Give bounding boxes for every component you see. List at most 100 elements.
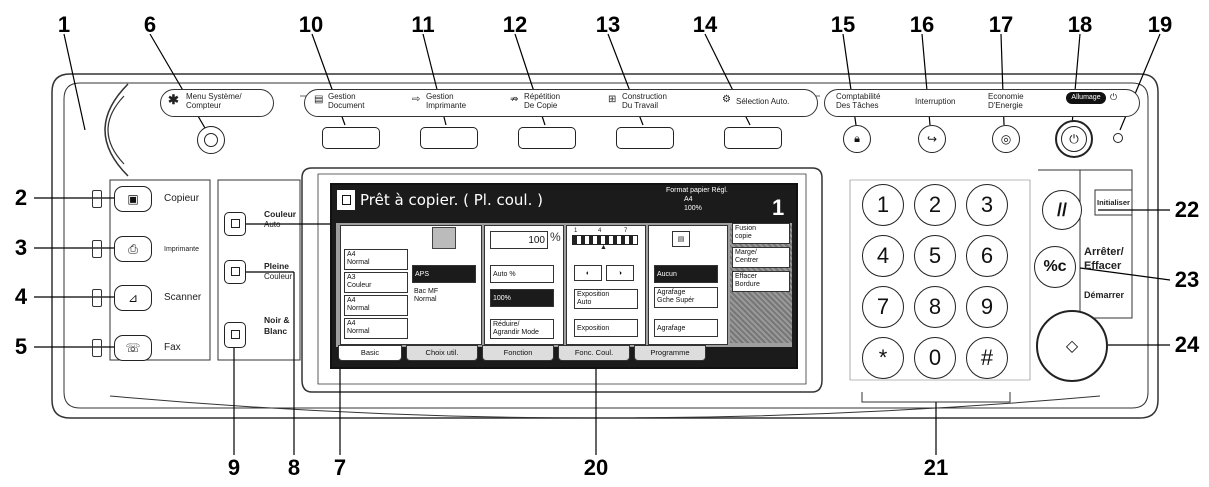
key-7[interactable]: 7 <box>862 286 904 328</box>
aps-button[interactable]: APS <box>412 265 476 283</box>
callout-22: 22 <box>1174 197 1200 222</box>
auto-select-button[interactable] <box>724 127 782 149</box>
printer-mode-label: Imprimante <box>164 246 200 253</box>
full-color-button[interactable] <box>224 260 246 284</box>
copy-repeat-label-2: De Copie <box>524 101 558 110</box>
staple-button[interactable]: Agrafage <box>654 319 718 337</box>
energy-saver-button[interactable]: ◎ <box>992 125 1020 153</box>
auto-color-button[interactable] <box>224 212 246 236</box>
system-menu-button[interactable] <box>197 126 225 154</box>
tab-function[interactable]: Fonction <box>482 345 554 361</box>
callout-14: 14 <box>692 12 718 37</box>
exposure-scale-4: 4 <box>598 228 602 234</box>
printer-label-2: Imprimante <box>426 101 467 110</box>
zoom-reduce-enlarge-button[interactable]: Réduire/Agrandir Mode <box>490 319 554 339</box>
interrupt-button[interactable]: ↪ <box>918 125 946 153</box>
black-white-button[interactable] <box>224 322 246 348</box>
tab-basic[interactable]: Basic <box>338 345 402 361</box>
zoom-100-button[interactable]: 100% <box>490 289 554 307</box>
tab-user-choice[interactable]: Choix util. <box>406 345 478 361</box>
scanner-button[interactable]: ⊿ <box>114 285 152 311</box>
key-3[interactable]: 3 <box>966 184 1008 226</box>
auto-select-label: Sélection Auto. <box>736 97 790 106</box>
fax-label: Fax <box>164 342 181 353</box>
power-badge: Allumage <box>1066 92 1106 104</box>
auto-color-label-2: Auto <box>264 220 281 229</box>
job-accounting-button[interactable]: 🔒︎ <box>843 125 871 153</box>
stop-clear-button[interactable]: %c <box>1034 246 1076 288</box>
key-5[interactable]: 5 <box>914 235 956 277</box>
key-asterisk[interactable]: * <box>862 337 904 379</box>
key-hash[interactable]: # <box>966 337 1008 379</box>
document-button[interactable] <box>322 127 380 149</box>
copier-illustration-icon <box>432 227 456 249</box>
key-9[interactable]: 9 <box>966 286 1008 328</box>
auto-select-icon: ⚙ <box>722 94 731 105</box>
exposure-lighter-button[interactable]: ◐ <box>574 265 602 281</box>
touch-panel-screen[interactable]: Prêt à copier. ( Pl. coul. ) Format papi… <box>330 183 798 369</box>
fax-indicator <box>92 339 102 357</box>
callout-12: 12 <box>502 12 528 37</box>
power-button[interactable]: ⏻ <box>1055 120 1093 158</box>
copier-label: Copieur <box>164 193 200 204</box>
exposure-darker-button[interactable]: ◑ <box>606 265 634 281</box>
key-0[interactable]: 0 <box>914 337 956 379</box>
full-color-lamp <box>230 267 240 276</box>
exposure-mode-button[interactable]: Exposition <box>574 319 638 337</box>
energy-label-1: Economie <box>988 92 1024 101</box>
callout-17: 17 <box>988 12 1014 37</box>
tab-program[interactable]: Programme <box>634 345 706 361</box>
key-8[interactable]: 8 <box>914 286 956 328</box>
exposure-scale-1: 1 <box>574 228 578 234</box>
start-button[interactable]: ◇ <box>1036 310 1108 382</box>
document-label-2: Document <box>328 101 365 110</box>
key-2[interactable]: 2 <box>914 184 956 226</box>
stop-label-2: Effacer <box>1084 260 1122 272</box>
key-1[interactable]: 1 <box>862 184 904 226</box>
job-build-button[interactable] <box>616 127 674 149</box>
full-color-label-1: Pleine <box>264 261 290 271</box>
printer-button[interactable] <box>420 127 478 149</box>
screen-copy-count: 1 <box>772 195 785 220</box>
callout-21: 21 <box>923 455 949 480</box>
key-4[interactable]: 4 <box>862 235 904 277</box>
copier-button[interactable]: ▣ <box>114 186 152 212</box>
function-keys-pill <box>304 89 818 117</box>
scanner-label: Scanner <box>164 292 202 303</box>
screen-format-line-3: 100% <box>684 205 702 212</box>
repeat-icon: ⇏ <box>510 94 519 105</box>
system-menu-label-2: Compteur <box>186 101 222 110</box>
copy-mode-icon <box>337 190 355 210</box>
copy-repeat-button[interactable] <box>518 127 576 149</box>
darker-icon: ◑ <box>617 270 623 277</box>
printer-mode-button[interactable]: ⎙ <box>114 236 152 262</box>
document-label-1: Gestion <box>328 92 356 101</box>
stop-clear-icon: %c <box>1043 258 1067 275</box>
full-color-label-2: Couleur <box>264 272 293 281</box>
callout-2: 2 <box>14 185 28 210</box>
callout-9: 9 <box>227 455 241 480</box>
tab-color-function[interactable]: Fonc. Coul. <box>558 345 630 361</box>
screen-format-line-1: Format papier Régl. <box>666 187 728 194</box>
margin-center-button[interactable]: Marge/Centrer <box>732 247 790 268</box>
zoom-auto-button[interactable]: Auto % <box>490 265 554 283</box>
printer-mode-icon: ⎙ <box>128 241 138 256</box>
fax-button[interactable]: ☏ <box>114 335 152 361</box>
key-6[interactable]: 6 <box>966 235 1008 277</box>
lighter-icon: ◐ <box>585 270 591 277</box>
printer-icon: ⇨ <box>412 94 421 105</box>
staple-none-button[interactable]: Aucun <box>654 265 718 283</box>
job-accounting-label-2: Des Tâches <box>836 101 879 110</box>
callout-20: 20 <box>583 455 609 480</box>
reset-button[interactable]: // <box>1042 190 1082 230</box>
